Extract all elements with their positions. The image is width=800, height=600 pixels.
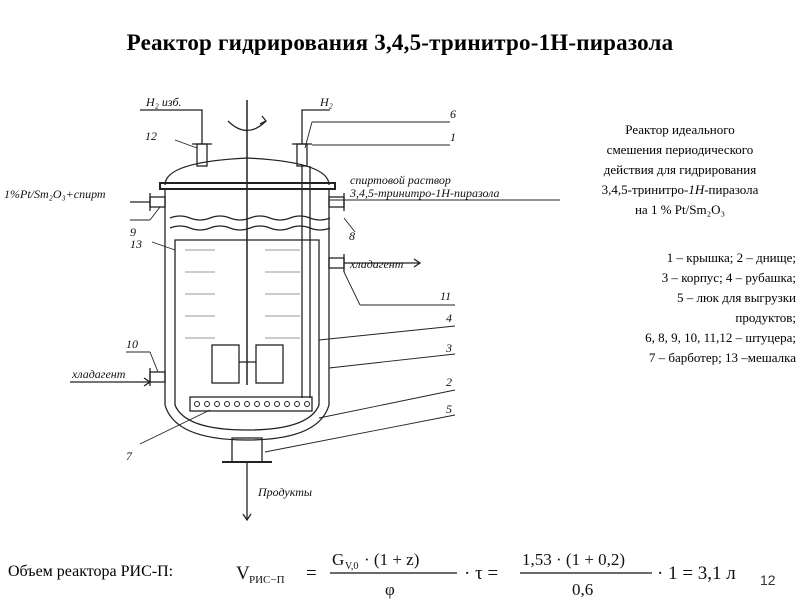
volume-formula: V РИС−П = G V,0 · (1 + z) φ · τ = 1,53 ·… bbox=[236, 550, 736, 599]
desc-line-5: на 1 % Pt/Sm₂O₃ bbox=[634, 202, 726, 217]
legend-row: 5 – люк для выгрузки bbox=[676, 290, 796, 305]
label-solution-2: 3,4,5-тринитро-1Н-пиразола bbox=[349, 186, 500, 200]
formula-frac1-num-rest: · (1 + z) bbox=[364, 550, 419, 569]
stirrer-blade-right bbox=[255, 344, 284, 384]
desc-line-1: Реактор идеального bbox=[625, 122, 735, 137]
label-9: 9 bbox=[130, 225, 136, 239]
label-6: 6 bbox=[450, 107, 456, 121]
bubbler-holes bbox=[194, 401, 310, 407]
label-11: 11 bbox=[440, 289, 451, 303]
legend-row: продуктов; bbox=[735, 310, 796, 325]
lid-flange bbox=[159, 182, 336, 190]
liquid-surface bbox=[169, 215, 331, 221]
label-coolant-out: хладагент bbox=[349, 257, 404, 271]
legend-row: 1 – крышка; 2 – днище; bbox=[666, 250, 796, 265]
label-coolant-in: хладагент bbox=[71, 367, 126, 381]
label-3: 3 bbox=[445, 341, 452, 355]
nozzle-11 bbox=[328, 257, 345, 269]
volume-label: Объем реактора РИС-П: bbox=[8, 563, 174, 580]
reactor-description: Реактор идеального смешения периодическо… bbox=[560, 120, 800, 220]
label-5: 5 bbox=[446, 402, 452, 416]
label-12: 12 bbox=[145, 129, 157, 143]
page-number: 12 bbox=[760, 572, 776, 588]
lid bbox=[164, 157, 330, 186]
label-4: 4 bbox=[446, 311, 452, 325]
formula-frac2-den: 0,6 bbox=[572, 580, 593, 599]
formula-eq1: = bbox=[306, 563, 317, 584]
label-2: 2 bbox=[446, 375, 452, 389]
formula-frac1-num-sub: V,0 bbox=[345, 561, 358, 572]
label-7: 7 bbox=[126, 449, 133, 463]
desc-line-3: действия для гидрирования bbox=[603, 162, 757, 177]
label-products: Продукты bbox=[257, 485, 312, 499]
bottom bbox=[164, 404, 330, 441]
bubbler bbox=[189, 396, 313, 412]
legend-row: 6, 8, 9, 10, 11,12 – штуцера; bbox=[645, 330, 796, 345]
formula-lhs-sub: РИС−П bbox=[249, 574, 285, 586]
label-h2-excess: H₂ изб. bbox=[145, 95, 182, 109]
label-1: 1 bbox=[450, 130, 456, 144]
formula-tau: · τ = bbox=[464, 563, 498, 584]
legend-row: 7 – барботер; 13 –мешалка bbox=[648, 350, 796, 365]
reactor-diagram: H₂ изб. H₂ 6 1 12 1%Pt/Sm₂O₃+спирт спирт… bbox=[4, 95, 560, 522]
formula-frac1-den: φ bbox=[385, 580, 395, 599]
legend: 1 – крышка; 2 – днище; 3 – корпус; 4 – р… bbox=[560, 248, 796, 368]
label-10: 10 bbox=[126, 337, 138, 351]
nozzle-9 bbox=[149, 196, 166, 208]
label-8: 8 bbox=[349, 229, 355, 243]
formula-result: · 1 = 3,1 л bbox=[657, 563, 736, 584]
nozzle-8 bbox=[328, 196, 345, 208]
label-solution-1: спиртовой раствор bbox=[350, 173, 451, 187]
stirrer-blade-left bbox=[211, 344, 240, 384]
outlet-hatch bbox=[231, 437, 263, 463]
formula-frac1-num: G bbox=[332, 550, 344, 569]
desc-line-4: 3,4,5-тринитро-1H-пиразола bbox=[601, 182, 759, 197]
slide-title: Реактор гидрирования 3,4,5-тринитро-1H-п… bbox=[126, 30, 674, 55]
label-h2: H₂ bbox=[319, 95, 333, 109]
nozzle-10 bbox=[149, 371, 166, 383]
desc-line-2: смешения периодического bbox=[606, 142, 754, 157]
jacket bbox=[174, 239, 320, 431]
label-catalyst: 1%Pt/Sm₂O₃+спирт bbox=[4, 187, 106, 201]
legend-row: 3 – корпус; 4 – рубашка; bbox=[661, 270, 796, 285]
formula-lhs: V bbox=[236, 563, 250, 584]
label-13: 13 bbox=[130, 237, 142, 251]
formula-frac2-num: 1,53 · (1 + 0,2) bbox=[522, 550, 625, 569]
